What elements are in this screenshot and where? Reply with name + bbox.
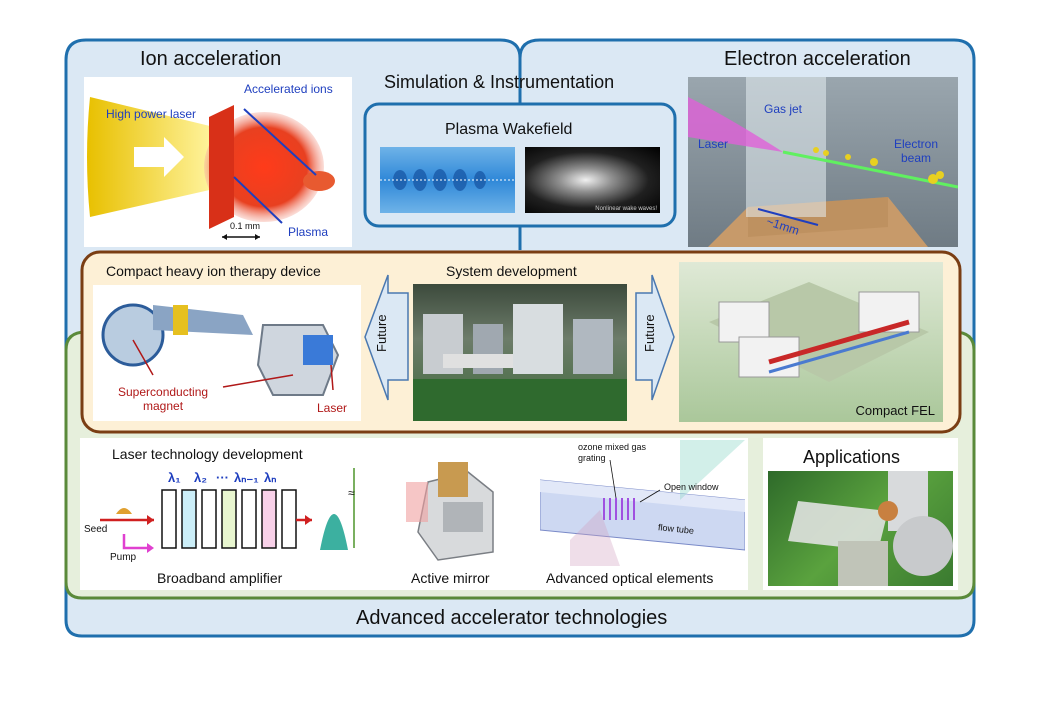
optical-elements-figure: ozone mixed gas grating Open window flow…: [540, 440, 745, 566]
compact-heavy-ion-title: Compact heavy ion therapy device: [106, 263, 321, 279]
lambda-1-label: λ₁: [168, 470, 181, 485]
wakefield-caption: Nonlinear wake waves!: [595, 206, 657, 212]
target-foil: [209, 105, 234, 229]
laser-tech-title: Laser technology development: [112, 446, 303, 462]
accelerated-ions-label: Accelerated ions: [244, 82, 333, 96]
heavy-ion-therapy-figure: Superconducting magnet Laser: [93, 285, 361, 421]
electron-laser-label: Laser: [698, 137, 729, 151]
lambda-n-label: λₙ: [264, 470, 277, 485]
ozone-grating-label: ozone mixed gas grating: [578, 442, 647, 463]
superconducting-magnet-label: Superconducting magnet: [118, 385, 209, 413]
lambda-dots-label: ···: [216, 470, 229, 485]
seed-label: Seed: [84, 524, 108, 535]
pump-label: Pump: [110, 552, 137, 563]
lambda-2-label: λ₂: [194, 470, 208, 485]
broadband-amplifier-diagram: λ₁ λ₂ ··· λₙ₋₁ λₙ Seed Pump ≈: [84, 468, 374, 568]
wakefield-measurement-image: Nonlinear wake waves!: [525, 147, 660, 213]
electron-acceleration-title: Electron acceleration: [724, 48, 911, 70]
gas-jet-label: Gas jet: [764, 102, 803, 116]
advanced-accelerator-title: Advanced accelerator technologies: [356, 607, 668, 629]
plasma-label: Plasma: [288, 225, 329, 239]
simulation-title: Simulation & Instrumentation: [384, 72, 615, 92]
future-left-label: Future: [374, 314, 389, 352]
future-right-label: Future: [642, 314, 657, 352]
approx-label: ≈: [348, 486, 355, 500]
electron-beam-label: Electron beam: [894, 137, 939, 165]
compact-fel-figure: Compact FEL: [679, 262, 943, 422]
arrow-shape: [134, 137, 184, 177]
applications-title: Applications: [803, 447, 901, 467]
plasma-wakefield-title: Plasma Wakefield: [445, 121, 573, 138]
open-window-label: Open window: [664, 482, 719, 492]
advanced-optical-label: Advanced optical elements: [546, 570, 714, 586]
active-mirror-label: Active mirror: [411, 570, 490, 586]
system-development-photo: [413, 284, 627, 421]
compact-fel-label: Compact FEL: [855, 403, 935, 418]
ion-acceleration-title: Ion acceleration: [140, 48, 282, 70]
active-mirror-figure: [398, 452, 508, 564]
system-development-title: System development: [446, 263, 577, 279]
broadband-amplifier-label: Broadband amplifier: [157, 570, 283, 586]
therapy-laser-label: Laser: [317, 401, 348, 415]
electron-acceleration-figure: Gas jet Laser Electron beam ~1mm: [688, 77, 958, 247]
high-power-laser-label: High power laser: [106, 107, 197, 121]
ion-acceleration-figure: High power laser Accelerated ions Plasma…: [84, 77, 352, 247]
lambda-n-1-label: λₙ₋₁: [234, 470, 259, 485]
ion-scale-label: 0.1 mm: [230, 221, 261, 231]
applications-photo: [768, 471, 953, 586]
wakefield-simulation-image: [380, 147, 515, 213]
